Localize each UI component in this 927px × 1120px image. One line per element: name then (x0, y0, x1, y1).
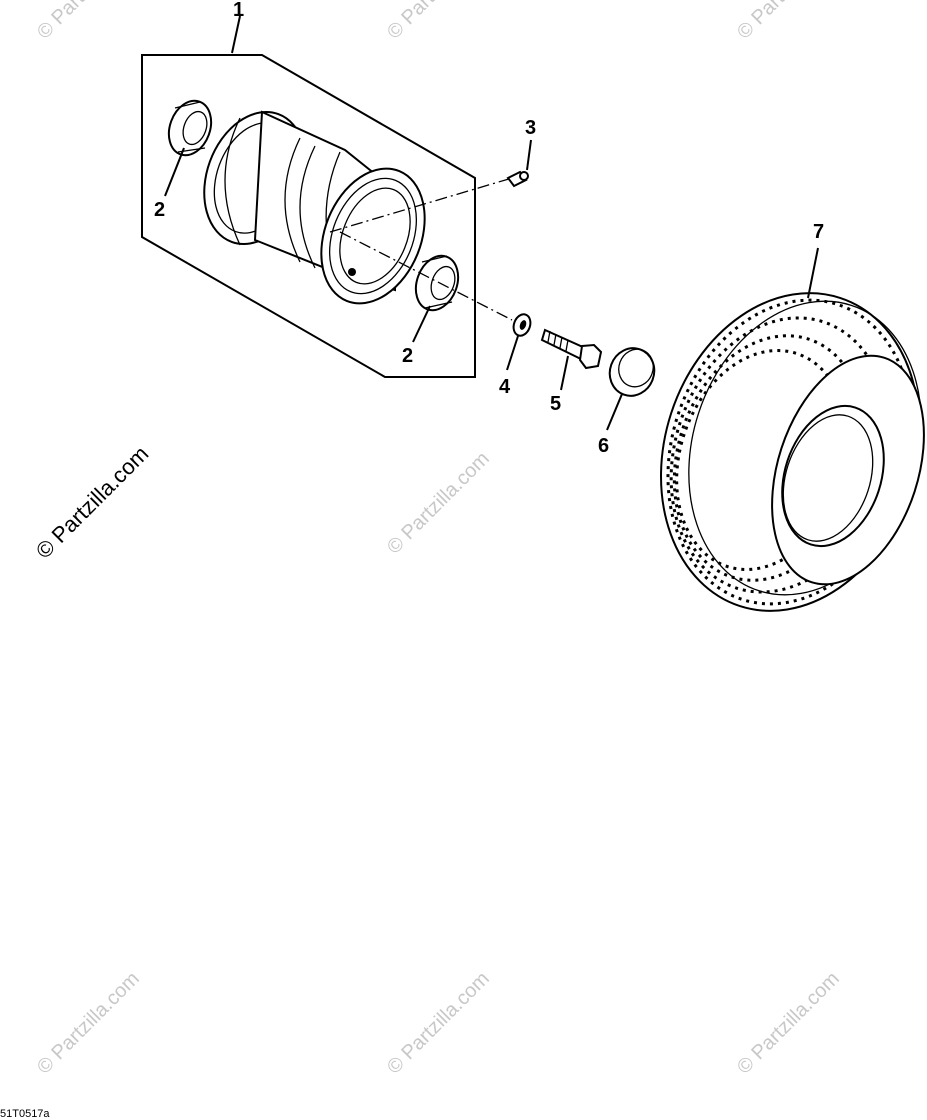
leader-lines (164, 15, 819, 431)
callout-1: 1 (233, 0, 244, 21)
grease-fitting-icon (506, 170, 529, 188)
callout-3: 3 (525, 117, 536, 139)
watermark: © Partzilla.com (33, 968, 144, 1079)
watermark: © Partzilla.com (383, 0, 494, 44)
callout-6: 6 (598, 435, 609, 457)
callout-2-lower: 2 (402, 345, 413, 367)
watermark: © Partzilla.com (383, 448, 494, 559)
watermark: © Partzilla.com (733, 0, 844, 44)
bearing-icon (167, 99, 213, 157)
watermark: © Partzilla.com (33, 0, 144, 44)
bolt-icon (540, 328, 603, 370)
callout-2-upper: 2 (154, 199, 165, 221)
washer-icon (512, 313, 532, 337)
bearing-icon (414, 254, 460, 312)
watermark: © Partzilla.com (383, 968, 494, 1079)
watermark: © Partzilla.com (733, 968, 844, 1079)
hub-kit-outline (141, 54, 476, 378)
callouts: 1 2 2 3 4 5 6 7 (154, 0, 824, 457)
figure-code: 51T0517a (0, 1108, 50, 1120)
callout-5: 5 (550, 393, 561, 415)
callout-7: 7 (813, 221, 824, 243)
tire-icon (660, 292, 925, 612)
assembly-axis-lines (329, 177, 513, 321)
dust-cap-icon (608, 347, 656, 397)
watermark-dark: © Partzilla.com (31, 441, 154, 564)
wheel-hub-icon (203, 110, 426, 305)
callout-4: 4 (499, 376, 511, 398)
